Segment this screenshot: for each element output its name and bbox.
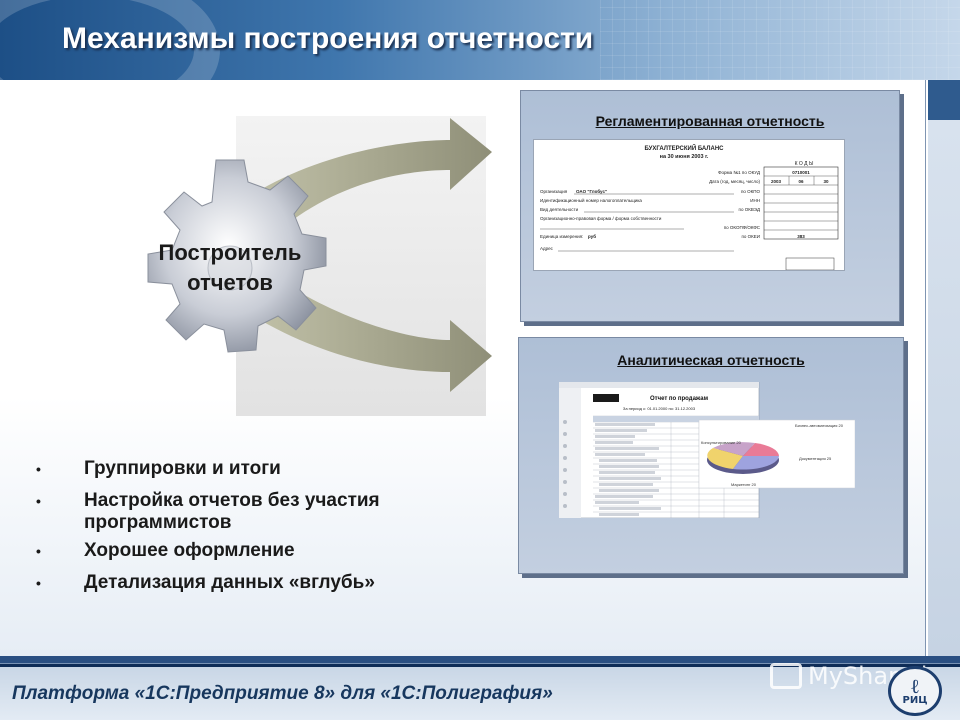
pie-slice-documentation xyxy=(713,442,755,456)
codes-header: К О Д Ы xyxy=(795,161,814,167)
right-strip-lower xyxy=(928,120,960,656)
sheet-title: Отчет по продажам xyxy=(650,396,709,402)
gear-label-line1: Построитель xyxy=(158,240,302,265)
svg-text:по ОКОПФ/ОКФС: по ОКОПФ/ОКФС xyxy=(724,225,761,230)
svg-text:Идентификационный номер налого: Идентификационный номер налогоплательщик… xyxy=(540,197,642,203)
svg-text:ИНН: ИНН xyxy=(750,198,760,203)
sheet-period: За период с: 01.01.2000 по: 31.12.2003 xyxy=(623,406,696,411)
presentation-icon xyxy=(770,663,802,689)
pie-label-documentation: Документация 25 xyxy=(799,456,832,461)
bullet-icon: • xyxy=(36,493,41,509)
bullet-icon: • xyxy=(36,575,41,591)
feature-item: • Хорошее оформление xyxy=(36,540,476,562)
feature-item: • Детализация данных «вглубь» xyxy=(36,572,476,594)
regulated-report-title: Регламентированная отчетность xyxy=(595,113,825,129)
arrow-lower xyxy=(260,280,492,392)
logo-mark-icon: ℓ xyxy=(911,673,919,698)
bullet-icon: • xyxy=(36,461,41,477)
feature-item-text: Группировки и итоги xyxy=(84,458,281,479)
balance-date: на 30 июня 2003 г. xyxy=(660,154,709,160)
pie-label-marketing: Маркетинг 20 xyxy=(731,482,757,487)
feature-item-text: Детализация данных «вглубь» xyxy=(84,572,375,593)
right-strip xyxy=(928,80,960,120)
feature-item: • Настройка отчетов без участия программ… xyxy=(36,490,476,534)
pie-label-consulting: Консультирование 20 xyxy=(701,440,742,445)
feature-item-text-line2: программистов xyxy=(84,512,232,533)
svg-text:0710001: 0710001 xyxy=(792,170,810,175)
feature-item-text-line1: Настройка отчетов без участия xyxy=(84,490,380,511)
feature-item-text: Хорошее оформление xyxy=(84,540,295,561)
svg-text:по ОКВЭД: по ОКВЭД xyxy=(739,207,760,212)
svg-text:Вид деятельности: Вид деятельности xyxy=(540,207,579,212)
header-grid-pattern xyxy=(600,0,960,80)
svg-text:Адрес: Адрес xyxy=(540,246,554,251)
logo-text: РИЦ xyxy=(902,694,928,706)
svg-text:Организационно-правовая форма: Организационно-правовая форма / форма со… xyxy=(540,216,662,221)
analytic-report-title: Аналитическая отчетность xyxy=(617,352,805,368)
gear-label: Построитель отчетов xyxy=(128,238,332,298)
balance-sheet-image: БУХГАЛТЕРСКИЙ БАЛАНС на 30 июня 2003 г. … xyxy=(533,139,845,271)
footer-text: Платформа «1С:Предприятие 8» для «1С:Пол… xyxy=(12,683,553,704)
gear-label-line2: отчетов xyxy=(187,270,273,295)
svg-text:руб: руб xyxy=(588,233,596,239)
pie-chart xyxy=(707,442,779,474)
pie-slice-marketing xyxy=(707,448,743,469)
arrow-upper xyxy=(260,118,492,230)
svg-text:по ОКПО: по ОКПО xyxy=(741,189,761,194)
svg-text:06: 06 xyxy=(798,179,804,184)
bullet-icon: • xyxy=(36,543,41,559)
svg-text:2003: 2003 xyxy=(771,179,782,184)
header-band xyxy=(0,0,960,80)
sales-report-image: Отчет по продажам За период с: 01.01.200… xyxy=(559,382,855,518)
svg-text:по ОКЕИ: по ОКЕИ xyxy=(741,234,760,239)
svg-text:Дата (год, месяц, число): Дата (год, месяц, число) xyxy=(709,179,760,184)
gear-diagram xyxy=(147,116,492,416)
balance-sheet-form: БУХГАЛТЕРСКИЙ БАЛАНС на 30 июня 2003 г. … xyxy=(540,144,839,270)
analytic-report-box: Аналитическая отчетность Отчет по продаж… xyxy=(518,337,904,574)
regulated-report-box: Регламентированная отчетность БУХГАЛТЕРС… xyxy=(520,90,900,322)
page-title: Механизмы построения отчетности xyxy=(62,22,594,55)
feature-item: • Группировки и итоги xyxy=(36,458,476,480)
gear-icon xyxy=(147,159,327,353)
ric-logo: ℓ РИЦ xyxy=(888,666,942,716)
sheet-dark-cell xyxy=(593,394,619,402)
footer-stripe xyxy=(0,664,960,667)
svg-text:Форма №1 по ОКУД: Форма №1 по ОКУД xyxy=(718,170,760,175)
pie-label-business: Бизнес-автоматизация 20 xyxy=(795,423,844,428)
balance-heading: БУХГАЛТЕРСКИЙ БАЛАНС xyxy=(644,144,724,152)
svg-text:Единица измерения:: Единица измерения: xyxy=(540,234,583,239)
pie-slice-consulting xyxy=(733,456,779,470)
svg-text:383: 383 xyxy=(797,234,805,239)
svg-text:ОАО "Глобус": ОАО "Глобус" xyxy=(576,188,607,194)
svg-text:Организация: Организация xyxy=(540,189,568,194)
feature-list: • Группировки и итоги • Настройка отчето… xyxy=(36,458,476,604)
svg-text:30: 30 xyxy=(823,179,829,184)
